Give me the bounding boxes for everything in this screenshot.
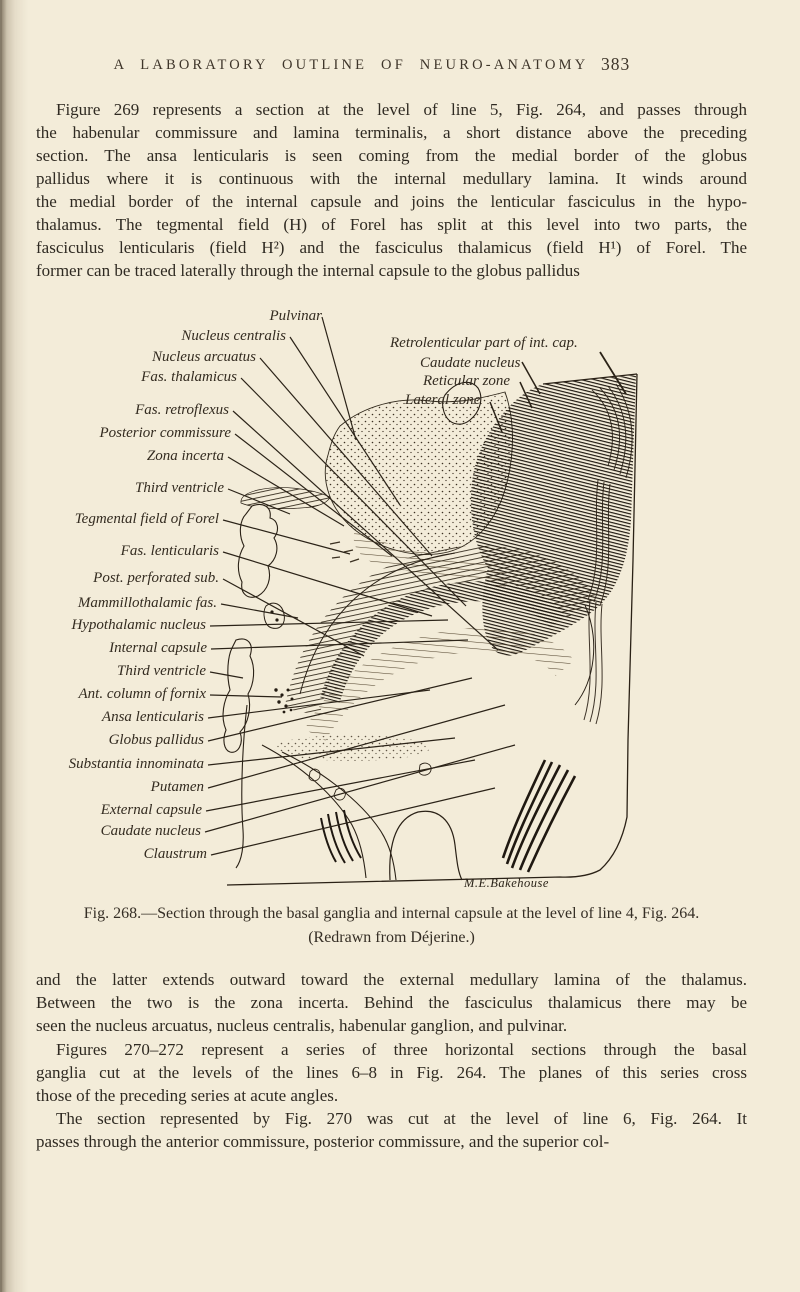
text-line: the medial border of the internal capsul…	[36, 192, 747, 211]
paragraph-1: Figure 269 represents a section at the l…	[36, 98, 747, 282]
figure-label-ansa-lenticularis: Ansa lenticularis	[101, 709, 204, 725]
figure-label-post-perforated-sub: Post. perforated sub.	[93, 570, 219, 586]
figure-label-fas-thalamicus: Fas. thalamicus	[141, 369, 237, 385]
paragraph-3: Figures 270–272 represent a series of th…	[36, 1038, 747, 1107]
text-line: passes through the anterior commissure, …	[36, 1132, 610, 1151]
figure-label-hypothalamic-nucleus: Hypothalamic nucleus	[71, 617, 206, 633]
leader-lines	[204, 316, 627, 856]
figure-caption-line2: (Redrawn from Déjerine.)	[308, 929, 475, 946]
text-line: Between the two is the zona incerta. Beh…	[36, 993, 747, 1012]
figure-label-lateral-zone: Lateral zone	[405, 392, 481, 408]
mammillary-body	[263, 602, 285, 629]
text-line: thalamus. The tegmental field (H) of For…	[36, 215, 747, 234]
text-line: section. The ansa lenticularis is seen c…	[36, 146, 747, 165]
third-ventricle-outlines	[222, 503, 279, 753]
figure-label-putamen: Putamen	[150, 779, 204, 795]
text-line: fasciculus lenticularis (field H²) and t…	[36, 238, 747, 257]
putamen-swirl	[284, 545, 597, 742]
figure-label-caudate-nucleus-left: Caudate nucleus	[100, 823, 201, 839]
page-number: 383	[601, 54, 631, 74]
figure-label-internal-capsule: Internal capsule	[109, 640, 207, 656]
figure-label-nucleus-arcuatus: Nucleus arcuatus	[151, 349, 256, 365]
figure-label-nucleus-centralis: Nucleus centralis	[181, 328, 286, 344]
page-gutter-shadow	[0, 0, 28, 1292]
text-line: ganglia cut at the levels of the lines 6…	[36, 1063, 747, 1082]
figure-label-caudate-nucleus-right: Caudate nucleus	[420, 355, 521, 371]
figure-label-fas-lenticularis: Fas. lenticularis	[120, 543, 219, 559]
text-line: pallidus where it is continuous with the…	[36, 169, 747, 188]
text-line: the habenular commissure and lamina term…	[36, 123, 747, 142]
paragraph-2: and the latter extends outward toward th…	[36, 968, 747, 1037]
running-header: A LABORATORY OUTLINE OF NEURO-ANATOMY	[113, 57, 589, 73]
fornix-dots	[274, 688, 294, 714]
text-line: those of the preceding series at acute a…	[36, 1086, 339, 1105]
figure-label-external-capsule: External capsule	[100, 802, 202, 818]
figure-label-third-ventricle-upper: Third ventricle	[134, 480, 224, 496]
text-line: Figure 269 represents a section at the l…	[56, 100, 747, 119]
paragraph-4: The section represented by Fig. 270 was …	[36, 1107, 747, 1153]
figure-label-fas-retroflexus: Fas. retroflexus	[135, 402, 229, 418]
figure-caption-line1: Fig. 268.—Section through the basal gang…	[83, 905, 700, 922]
text-line: and the latter extends outward toward th…	[36, 970, 747, 989]
illustrator-signature: M.E.Bakehouse	[464, 876, 549, 890]
section-borders	[226, 373, 638, 886]
tegmental-field-dashes	[329, 541, 360, 563]
figure-label-pulvinar: Pulvinar	[269, 308, 323, 324]
figure-label-retrolenticular-part: Retrolenticular part of int. cap.	[390, 335, 578, 351]
figure-label-globus-pallidus: Globus pallidus	[108, 732, 204, 748]
figure-label-substantia-innominata: Substantia innominata	[68, 756, 204, 772]
figure-label-posterior-commissure: Posterior commissure	[99, 425, 231, 441]
figure-label-third-ventricle-lower: Third ventricle	[116, 663, 206, 679]
figure-label-zona-incerta: Zona incerta	[146, 448, 224, 464]
text-line: The section represented by Fig. 270 was …	[56, 1109, 747, 1128]
figure-label-claustrum: Claustrum	[143, 846, 207, 862]
text-line: former can be traced laterally through t…	[36, 261, 580, 280]
figure-label-reticular-zone: Reticular zone	[423, 373, 511, 389]
text-line: seen the nucleus arcuatus, nucleus centr…	[36, 1016, 568, 1035]
figure-label-tegmental-field-of-forel: Tegmental field of Forel	[74, 511, 219, 527]
figure-label-mammillothalamic-fas: Mammillothalamic fas.	[77, 595, 217, 611]
figure-label-ant-column-of-fornix: Ant. column of fornix	[78, 686, 207, 702]
bottom-dark-tufts	[320, 759, 577, 873]
text-line: Figures 270–272 represent a series of th…	[56, 1040, 747, 1059]
